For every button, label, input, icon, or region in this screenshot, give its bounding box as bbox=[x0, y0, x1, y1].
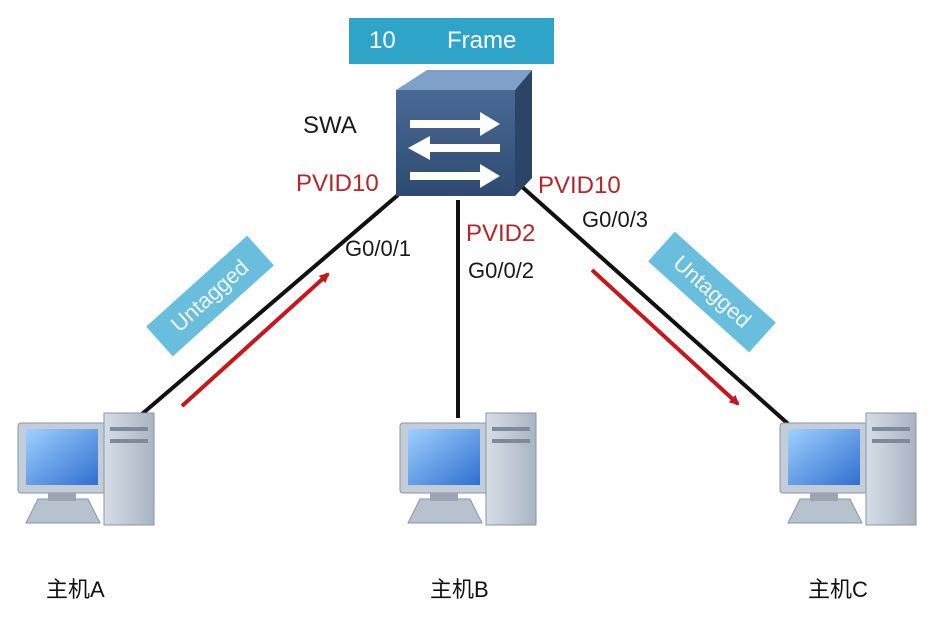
egress-arrow bbox=[590, 268, 740, 406]
frame-banner: 10 Frame bbox=[349, 18, 554, 64]
frame-vlan-number: 10 bbox=[369, 27, 396, 54]
link-port-1 bbox=[133, 193, 400, 422]
host-a-computer-icon bbox=[17, 412, 155, 526]
host-b-computer-icon bbox=[399, 412, 537, 526]
port-2-interface: G0/0/2 bbox=[468, 258, 535, 283]
host-b-label: 主机B bbox=[430, 577, 489, 602]
host-a-label: 主机A bbox=[46, 577, 105, 602]
host-c-computer-icon bbox=[779, 412, 917, 526]
host-c-label: 主机C bbox=[808, 577, 868, 602]
port-3-interface: G0/0/3 bbox=[582, 207, 649, 232]
port-3-pvid: PVID10 bbox=[538, 172, 621, 199]
switch-swa bbox=[396, 70, 532, 196]
port-1-interface: G0/0/1 bbox=[345, 236, 412, 261]
link-port-3 bbox=[518, 183, 797, 432]
switch-arrows-icon bbox=[408, 112, 500, 188]
switch-name: SWA bbox=[303, 112, 357, 139]
port-2-pvid: PVID2 bbox=[466, 220, 536, 247]
frame-label: Frame bbox=[447, 27, 517, 54]
ingress-arrow bbox=[180, 272, 330, 408]
port-1-pvid: PVID10 bbox=[296, 170, 379, 197]
